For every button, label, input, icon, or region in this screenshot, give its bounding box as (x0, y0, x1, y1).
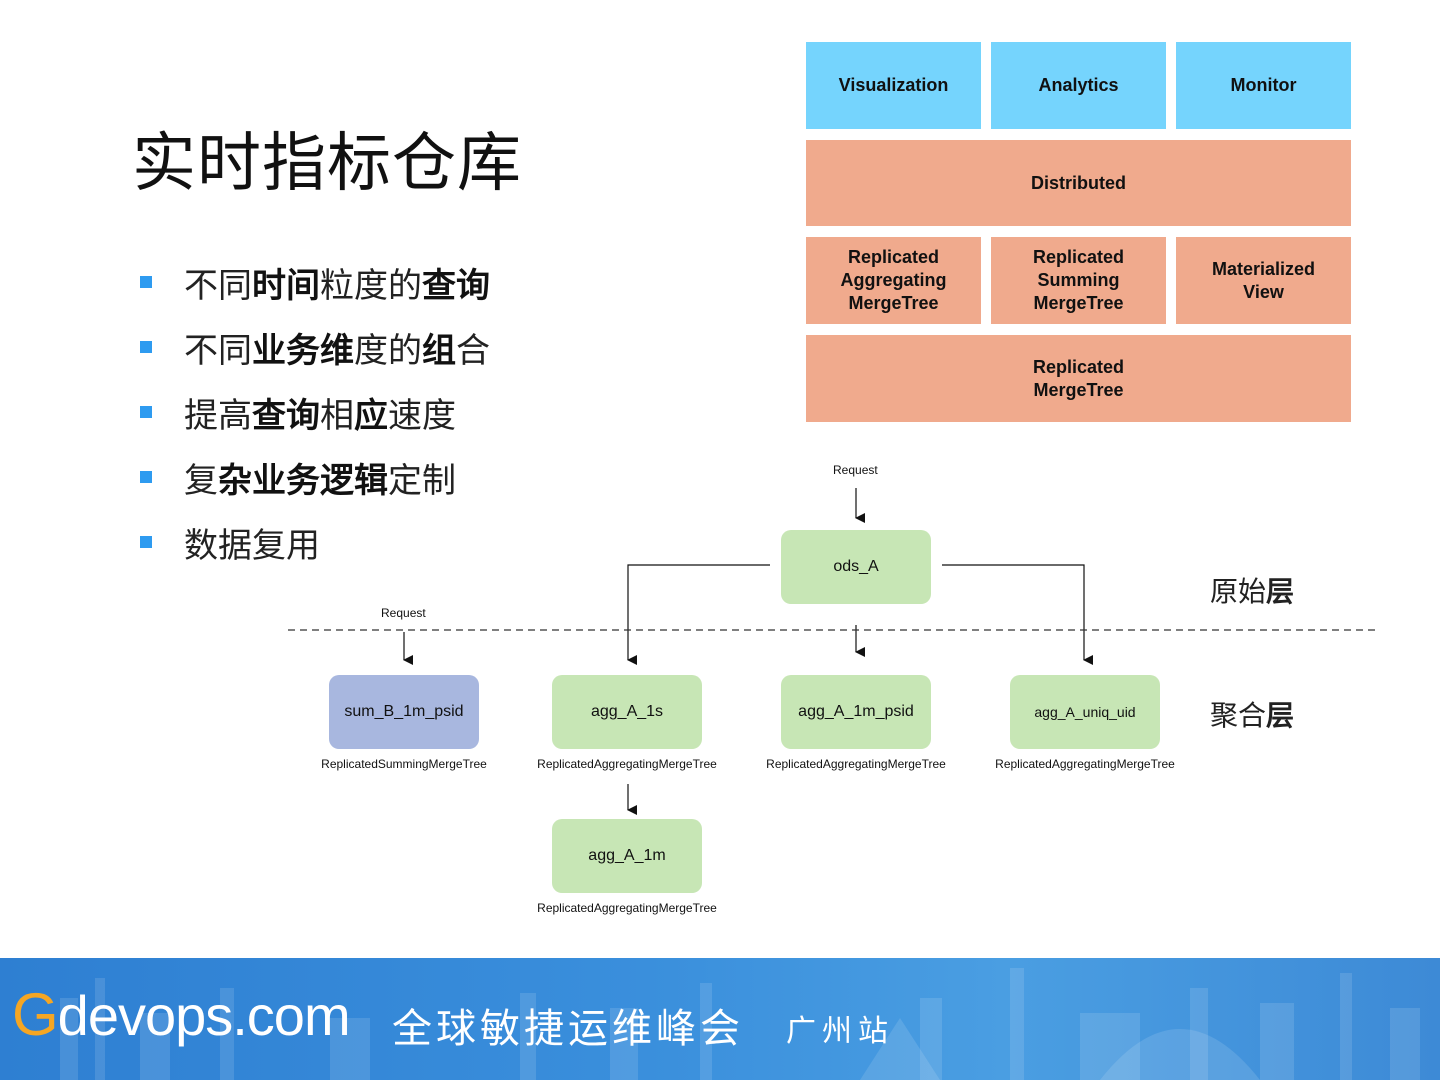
visualization-box: Visualization (806, 42, 981, 129)
materialized-view-box: Materialized View (1176, 237, 1351, 324)
conference-slogan: 全球敏捷运维峰会 (392, 1006, 744, 1052)
bullet-text-bold: 业务维 (252, 331, 354, 371)
bullet-text-bold: 应 (354, 396, 388, 436)
flow-connectors (288, 488, 1376, 815)
bullet-item: 不同业务维度的组合 (138, 315, 490, 380)
connector-ods-to-agg-1s (627, 564, 770, 665)
ods-a-node: ods_A (781, 530, 931, 604)
replicated-aggregating-box: Replicated Aggregating MergeTree (806, 237, 981, 324)
bullet-text-bold: 查询 (252, 396, 320, 436)
monitor-box: Monitor (1176, 42, 1351, 129)
logo-text: devops.com (57, 984, 351, 1047)
bullet-item: 不同时间粒度的查询 (138, 250, 490, 315)
replicated-summing-box: Replicated Summing MergeTree (991, 237, 1166, 324)
gdevops-logo: Gdevops.com (12, 980, 351, 1049)
bullet-text: 不同 (184, 266, 252, 306)
logo-g: G (12, 981, 59, 1048)
agg-layer-text-bold: 层 (1266, 699, 1295, 732)
bullet-square-icon (140, 276, 152, 288)
bullet-text: 合 (456, 331, 490, 371)
agg-a-1m-psid-caption: ReplicatedAggregatingMergeTree (766, 757, 946, 771)
bullet-text: 度的 (354, 331, 422, 371)
bullet-text-bold: 时间 (252, 266, 320, 306)
bullet-text-bold: 杂业务逻辑 (218, 461, 388, 501)
raw-layer-text: 原始 (1210, 575, 1267, 608)
bullet-item: 提高查询相应速度 (138, 380, 490, 445)
agg-a-1m-node: agg_A_1m (552, 819, 702, 893)
footer-banner: Gdevops.com 全球敏捷运维峰会 广州站 (0, 958, 1440, 1080)
connector-ods-to-agg-uniq (942, 564, 1093, 665)
bullet-square-icon (140, 406, 152, 418)
bullet-text: 复 (184, 461, 218, 501)
agg-a-1m-psid-node: agg_A_1m_psid (781, 675, 931, 749)
bullet-text: 定制 (388, 461, 456, 501)
bullet-square-icon (140, 536, 152, 548)
agg-a-1s-caption: ReplicatedAggregatingMergeTree (537, 757, 717, 771)
request-label-left: Request (381, 606, 426, 620)
bullet-text: 提高 (184, 396, 252, 436)
request-label-top: Request (833, 463, 878, 477)
bullet-text: 相 (320, 396, 354, 436)
bullet-item: 数据复用 (138, 510, 490, 575)
bullet-text: 不同 (184, 331, 252, 371)
agg-a-1s-node: agg_A_1s (552, 675, 702, 749)
raw-layer-text-bold: 层 (1266, 575, 1295, 608)
agg-layer-text: 聚合 (1210, 699, 1267, 732)
bullet-item: 复杂业务逻辑定制 (138, 445, 490, 510)
city-skyline-background (60, 968, 1420, 1080)
analytics-box: Analytics (991, 42, 1166, 129)
bullet-square-icon (140, 341, 152, 353)
bullet-text: 速度 (388, 396, 456, 436)
sum-b-node: sum_B_1m_psid (329, 675, 479, 749)
raw-layer-label: 原始层 (1210, 570, 1294, 610)
bullet-text-bold: 查询 (422, 266, 490, 306)
distributed-box: Distributed (806, 140, 1351, 226)
replicated-mergetree-box: Replicated MergeTree (806, 335, 1351, 422)
conference-city: 广州站 (786, 1014, 894, 1049)
bullet-text: 数据复用 (184, 526, 320, 566)
bullet-list: 不同时间粒度的查询不同业务维度的组合提高查询相应速度复杂业务逻辑定制数据复用 (138, 250, 490, 575)
bullet-square-icon (140, 471, 152, 483)
bullet-text-bold: 组 (422, 331, 456, 371)
slide-title: 实时指标仓库 (132, 127, 522, 201)
agg-a-uniq-uid-caption: ReplicatedAggregatingMergeTree (995, 757, 1175, 771)
agg-layer-label: 聚合层 (1210, 694, 1294, 734)
bullet-text: 粒度的 (320, 266, 422, 306)
agg-a-1m-caption: ReplicatedAggregatingMergeTree (537, 901, 717, 915)
agg-a-uniq-uid-node: agg_A_uniq_uid (1010, 675, 1160, 749)
sum-b-caption: ReplicatedSummingMergeTree (321, 757, 487, 771)
